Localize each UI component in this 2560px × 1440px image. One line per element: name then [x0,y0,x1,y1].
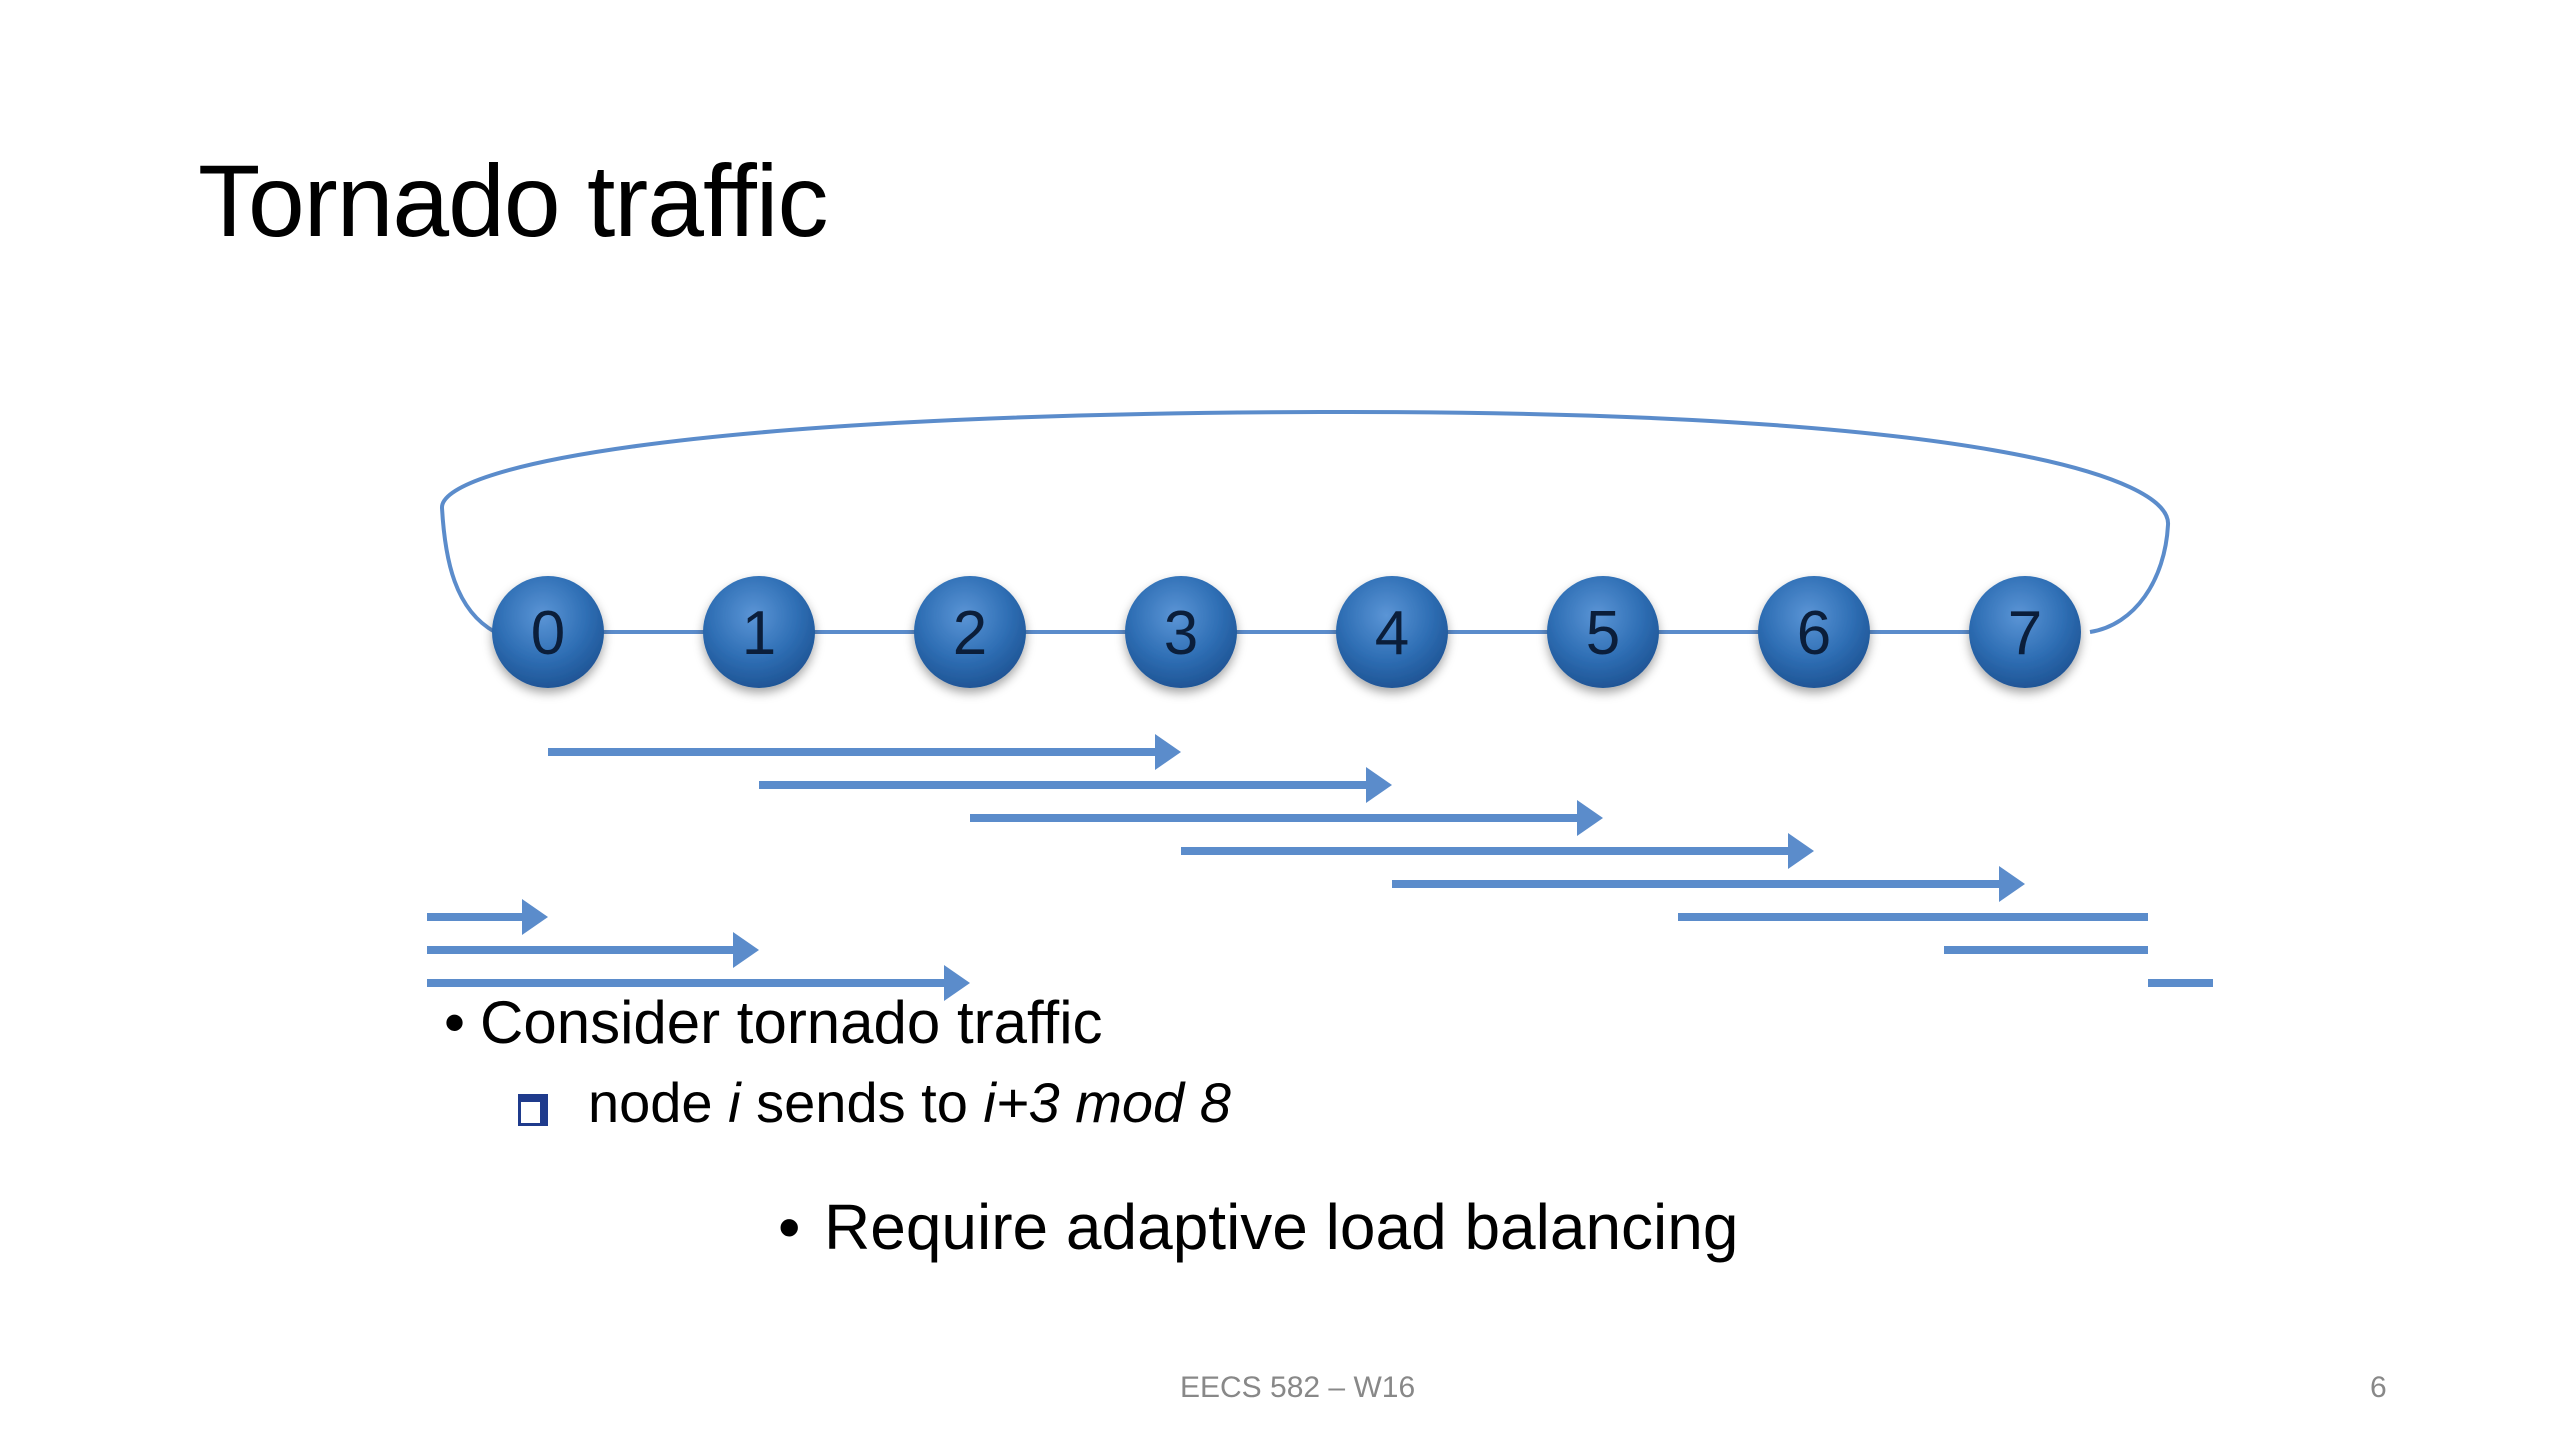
ring-node-4: 4 [1336,576,1448,688]
node-circle [1758,576,1870,688]
node-label: 7 [2008,599,2042,668]
slide-footer: EECS 582 – W16 [1180,1371,1416,1404]
node-label: 4 [1375,599,1409,668]
checkbox-bullet-icon [518,1094,548,1126]
node-circle [492,576,604,688]
traffic-arrow-0 [548,734,1181,770]
traffic-arrow-7-in [427,965,970,1001]
ring-node-0: 0 [492,576,604,688]
node-circle [703,576,815,688]
ring-node-1: 1 [703,576,815,688]
traffic-arrow-5-in [427,899,548,935]
node-label: 0 [531,599,565,668]
bullet-dot: • [778,1191,801,1263]
rule-text-expr: i+3 mod 8 [983,1071,1231,1134]
traffic-arrow-4 [1392,866,2025,902]
traffic-arrow-3 [1181,833,1814,869]
traffic-arrows [427,734,2213,1001]
node-label: 3 [1164,599,1198,668]
rule-text-i: i [728,1071,741,1134]
ring-node-5: 5 [1547,576,1659,688]
ring-node-7: 7 [1969,576,2081,688]
node-circle [1336,576,1448,688]
bullet-adaptive: •Require adaptive load balancing [778,1195,1738,1259]
node-circle [1125,576,1237,688]
ring-node-2: 2 [914,576,1026,688]
node-circle [1969,576,2081,688]
page-number: 6 [2370,1371,2387,1404]
ring-node-6: 6 [1758,576,1870,688]
node-label: 6 [1797,599,1831,668]
ring-node-3: 3 [1125,576,1237,688]
subbullet-rule: node i sends to i+3 mod 8 [518,1075,1231,1131]
bullet-adaptive-text: Require adaptive load balancing [824,1191,1739,1263]
bullet-consider-text: Consider tornado traffic [480,989,1103,1056]
traffic-arrow-6-in [427,932,759,968]
traffic-arrow-2 [970,800,1603,836]
node-label: 1 [742,599,776,668]
node-label: 5 [1586,599,1620,668]
node-label: 2 [953,599,987,668]
slide-title: Tornado traffic [198,144,828,258]
bullet-dot: • [444,989,466,1056]
wraparound-link [439,409,2171,634]
rule-text-pre: node [588,1071,729,1134]
bullet-consider: •Consider tornado traffic [444,993,1103,1053]
nodes-group: 0 1 2 3 4 5 6 7 [492,576,2081,688]
node-circle [914,576,1026,688]
rule-text-mid: sends to [740,1071,984,1134]
traffic-arrow-1 [759,767,1392,803]
node-circle [1547,576,1659,688]
